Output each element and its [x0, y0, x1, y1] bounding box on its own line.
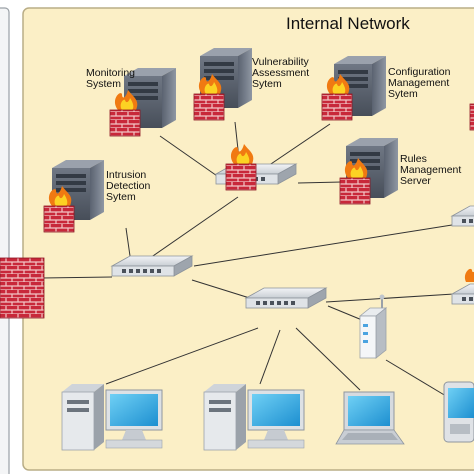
access-switch-icon — [245, 287, 327, 309]
intrusion-label: Intrusion Detection Sytem — [106, 169, 151, 203]
edge-firewall-icon-bottom — [464, 269, 474, 282]
connection-lines — [41, 121, 455, 397]
desktop-pc-icon-2 — [203, 383, 305, 451]
zone-title: Internal Network — [286, 14, 410, 33]
wireless-access-point-icon — [358, 294, 388, 359]
monitoring-label: Monitoring System — [86, 67, 136, 90]
mobile-device-icon — [443, 381, 474, 443]
laptop-icon — [335, 391, 405, 445]
desktop-pc-icon-1 — [61, 383, 163, 451]
main-switch-icon — [111, 255, 193, 277]
perimeter-firewall-icon — [0, 257, 45, 319]
outer-network-zone — [0, 7, 10, 474]
vulnerability-label: Vulnerability Assessment Sytem — [252, 56, 310, 90]
configuration-label: Configuration Management Sytem — [388, 66, 451, 100]
rules-label: Rules Management Server — [400, 153, 462, 187]
